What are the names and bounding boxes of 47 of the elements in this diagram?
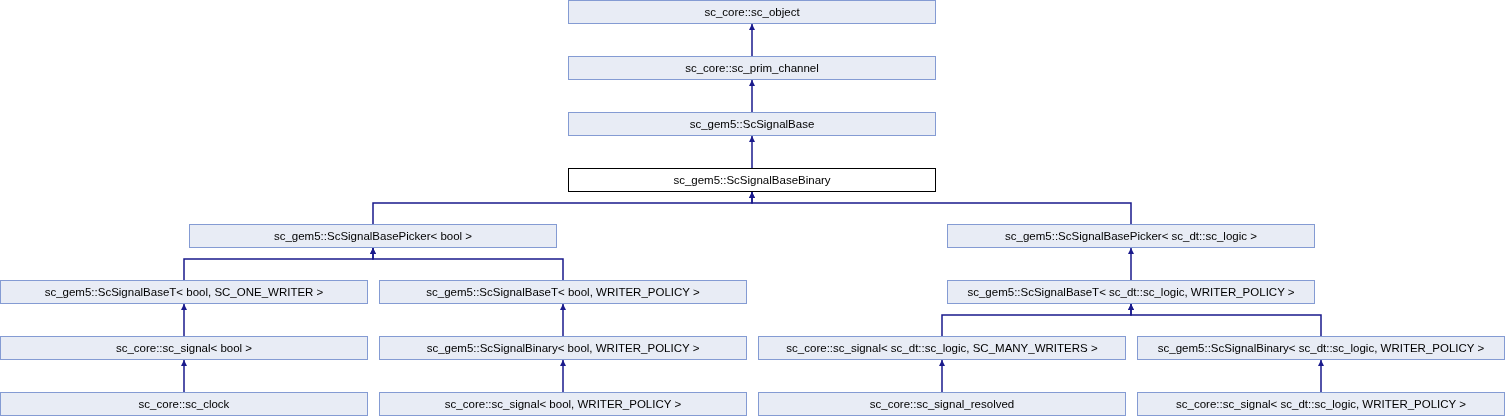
class-box bbox=[758, 392, 1126, 416]
inheritance-arrow bbox=[560, 303, 566, 337]
class-box bbox=[568, 0, 936, 24]
class-box bbox=[1137, 392, 1505, 416]
class-name: sc_gem5::ScSignalBaseBinary bbox=[673, 174, 831, 186]
class-box bbox=[568, 112, 936, 136]
class-name: sc_core::sc_clock bbox=[138, 398, 230, 410]
class-name: sc_gem5::ScSignalBinary< bool, WRITER_POLICY > bbox=[426, 342, 700, 354]
class-box bbox=[189, 224, 557, 248]
class-name: sc_gem5::ScSignalBase bbox=[689, 118, 815, 130]
class-name: sc_core::sc_signal< bool, WRITER_POLICY > bbox=[444, 398, 682, 410]
class-box bbox=[758, 336, 1126, 360]
class-box bbox=[0, 392, 368, 416]
inheritance-arrow bbox=[749, 191, 1132, 225]
class-name: sc_core::sc_object bbox=[704, 6, 800, 18]
class-box bbox=[379, 280, 747, 304]
inheritance-arrow bbox=[749, 79, 755, 113]
class-name: sc_gem5::ScSignalBaseT< bool, SC_ONE_WRITER > bbox=[44, 286, 324, 298]
inheritance-arrow bbox=[939, 359, 945, 393]
class-box bbox=[947, 280, 1315, 304]
class-name: sc_gem5::ScSignalBaseT< bool, WRITER_POLICY > bbox=[426, 286, 700, 298]
class-box bbox=[568, 56, 936, 80]
class-name: sc_core::sc_prim_channel bbox=[685, 62, 819, 74]
inheritance-arrow bbox=[1128, 247, 1134, 281]
inheritance-arrow bbox=[560, 359, 566, 393]
inheritance-arrow bbox=[749, 135, 755, 169]
class-name: sc_gem5::ScSignalBasePicker< bool > bbox=[273, 230, 473, 242]
class-name: sc_core::sc_signal< sc_dt::sc_logic, SC_MANY_WRITERS > bbox=[786, 342, 1098, 354]
inheritance-arrow bbox=[370, 247, 564, 281]
class-box bbox=[0, 336, 368, 360]
class-box bbox=[1137, 336, 1505, 360]
inheritance-arrow bbox=[749, 23, 755, 57]
class-name: sc_core::sc_signal_resolved bbox=[869, 398, 1015, 410]
class-box bbox=[379, 392, 747, 416]
class-name: sc_gem5::ScSignalBaseT< sc_dt::sc_logic, WRITER_POLICY > bbox=[967, 286, 1295, 298]
class-name: sc_core::sc_signal< bool > bbox=[115, 342, 253, 354]
inheritance-arrow bbox=[181, 359, 187, 393]
class-name: sc_gem5::ScSignalBinary< sc_dt::sc_logic, WRITER_POLICY > bbox=[1157, 342, 1485, 354]
class-box bbox=[568, 168, 936, 192]
inheritance-arrow bbox=[1128, 303, 1322, 337]
class-name: sc_core::sc_signal< sc_dt::sc_logic, WRITER_POLICY > bbox=[1176, 398, 1466, 410]
class-box bbox=[0, 280, 368, 304]
inheritance-arrow bbox=[1318, 359, 1324, 393]
inheritance-arrow bbox=[181, 303, 187, 337]
class-box bbox=[947, 224, 1315, 248]
class-name: sc_gem5::ScSignalBasePicker< sc_dt::sc_logic > bbox=[1005, 230, 1257, 242]
class-box bbox=[379, 336, 747, 360]
